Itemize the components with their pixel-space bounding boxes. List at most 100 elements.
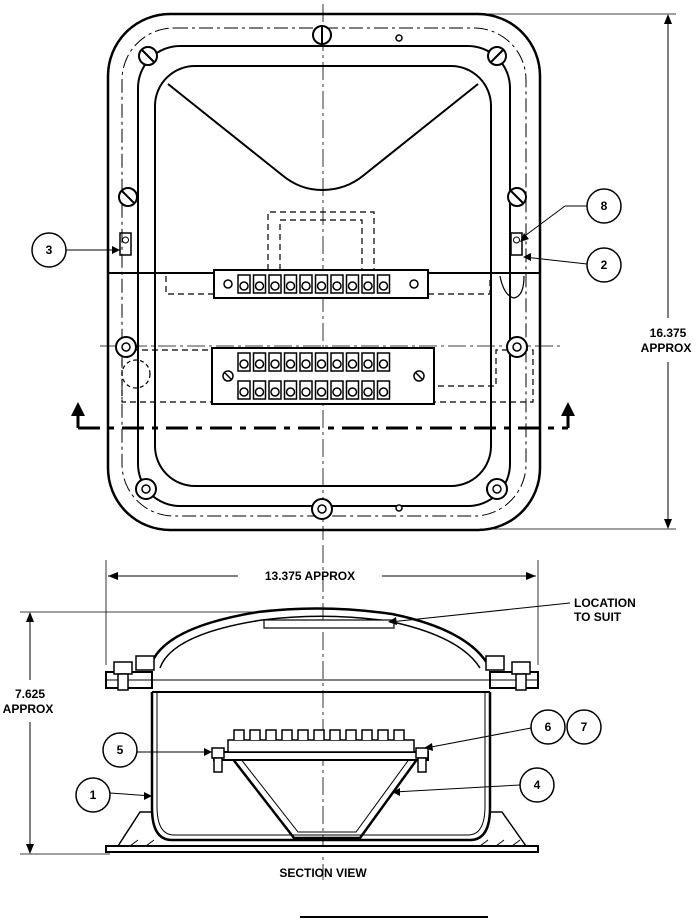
location-note-line1: LOCATION	[574, 596, 636, 610]
stud-right	[510, 232, 523, 256]
terminal-screw	[316, 281, 327, 291]
dome-label-pad	[263, 619, 395, 629]
callout-2-arrow	[523, 253, 531, 261]
hidden-clip-right	[499, 275, 525, 299]
callout-4-arrow	[392, 788, 400, 796]
callout-1-arrow	[144, 792, 152, 800]
height-dim-value: 16.375	[650, 326, 687, 340]
terminal-screw	[254, 359, 265, 369]
stud-right-hole	[513, 236, 520, 244]
location-note-line2: TO SUIT	[574, 610, 622, 624]
terminal-screw	[239, 359, 249, 369]
bracket-trapezoid	[231, 757, 420, 840]
terminal-screw	[378, 387, 389, 397]
callout-5-bubble	[102, 732, 138, 768]
terminal-screw	[347, 387, 358, 397]
callout-8-number: 8	[601, 199, 608, 213]
terminal-post	[297, 729, 309, 740]
terminal-post	[249, 729, 261, 740]
terminal-screw	[378, 281, 389, 291]
location-leader	[389, 602, 571, 623]
terminal-screw	[363, 281, 373, 291]
terminal-screw	[254, 281, 265, 291]
terminal-screw	[285, 281, 296, 291]
callout-2-leader	[523, 256, 588, 265]
terminal-strip-upper	[213, 269, 429, 299]
terminal-screw	[332, 281, 342, 291]
callout-8-arrow	[520, 233, 529, 242]
base-hatch	[129, 839, 521, 847]
terminal-screw	[363, 387, 373, 397]
width-arrow-right	[526, 572, 536, 580]
depth-dim-approx: APPROX	[3, 702, 54, 716]
width-arrow-left	[108, 572, 118, 580]
dome-outline	[167, 83, 479, 192]
terminal-screw	[347, 359, 358, 369]
terminal-post	[281, 729, 293, 740]
callout-3-number: 3	[46, 243, 53, 257]
terminal-post	[361, 729, 373, 740]
width-dim-text: 13.375 APPROX	[265, 569, 355, 583]
callout-4-leader	[393, 784, 521, 793]
callout-8-leader-b	[521, 205, 566, 239]
callout-3-arrow	[112, 246, 120, 254]
flange-screws	[115, 25, 528, 520]
callout-7-number: 7	[581, 720, 588, 734]
terminal-screw	[332, 359, 342, 369]
terminal-screw	[270, 359, 280, 369]
location-arrow	[388, 617, 397, 625]
callout-1-bubble	[75, 777, 111, 813]
terminal-post	[233, 729, 245, 740]
callout-5-number: 5	[117, 743, 124, 757]
callout-5-arrow	[204, 748, 212, 756]
base-plate	[105, 845, 539, 853]
height-arrow-bottom	[664, 519, 672, 529]
terminal-screw	[347, 281, 358, 291]
base-left-lip	[117, 811, 152, 847]
callout-4-number: 4	[534, 778, 541, 792]
terminal-screw	[239, 281, 249, 291]
hidden-knockout	[121, 359, 151, 389]
callout-7-bubble	[566, 709, 602, 745]
terminal-screw	[301, 359, 311, 369]
callout-6-arrow	[424, 743, 433, 751]
hidden-bracket-upper	[267, 211, 375, 270]
box-wall-left	[150, 692, 492, 842]
terminal-post	[265, 729, 277, 740]
depth-arrow-bottom	[26, 844, 34, 854]
terminal-post	[393, 729, 405, 740]
dome-cover-inner	[159, 615, 481, 669]
depth-arrow-top	[26, 612, 34, 622]
terminal-screw	[239, 387, 249, 397]
base-right-lip	[490, 811, 527, 847]
callout-1-number: 1	[90, 788, 97, 802]
callout-6-bubble	[530, 709, 566, 745]
section-view-caption: SECTION VIEW	[279, 866, 367, 880]
section-fasteners	[113, 655, 531, 691]
terminal-screw	[301, 387, 311, 397]
dome-cover	[148, 607, 492, 669]
stud-left-hole	[122, 236, 129, 244]
terminal-screw	[363, 359, 373, 369]
plan-view: 16.375 APPROX 3 8 2	[31, 4, 691, 540]
hidden-bracket-inner	[279, 219, 363, 270]
depth-dim-value: 7.625	[15, 687, 45, 701]
section-view: 13.375 APPROX 7.625 APPROX	[3, 545, 636, 880]
callout-2-number: 2	[601, 258, 608, 272]
callout-6-leader	[425, 727, 532, 749]
terminal-strip-section	[211, 729, 429, 773]
terminal-post	[345, 729, 357, 740]
callout-6-number: 6	[545, 720, 552, 734]
hidden-plate-lower	[121, 349, 534, 403]
terminal-screw	[316, 387, 327, 397]
terminal-screw	[332, 387, 342, 397]
terminal-screw	[301, 281, 311, 291]
bracket-trapezoid-inner	[239, 757, 411, 833]
section-arrow-right	[561, 402, 575, 416]
terminal-screw	[285, 359, 296, 369]
terminal-post	[313, 729, 325, 740]
callout-2-bubble	[586, 247, 622, 283]
bracket-top-plate	[213, 751, 429, 761]
stud-left	[119, 232, 132, 256]
